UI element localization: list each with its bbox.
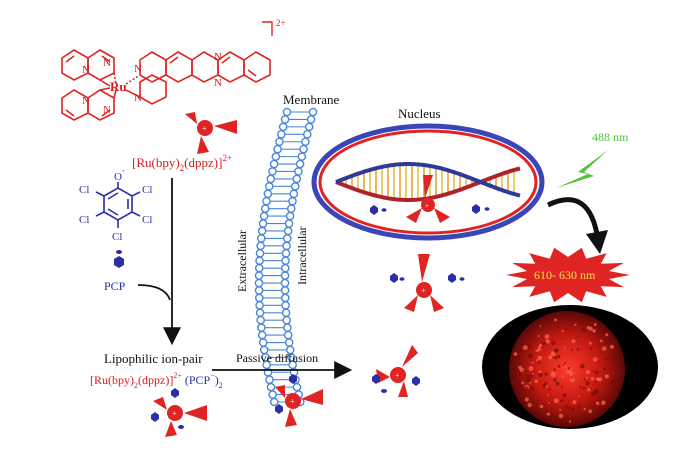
membrane-label: Membrane: [283, 92, 340, 107]
emission-label: 610- 630 nm: [534, 268, 596, 282]
n-atom-label: N: [214, 51, 222, 63]
svg-text:[Ru(bpy)2(dppz)]2+: [Ru(bpy)2(dppz)]2+: [132, 153, 232, 173]
n-atom-label: N: [82, 64, 90, 76]
cl-atom-label: Cl: [142, 184, 152, 196]
svg-text:+: +: [202, 124, 207, 133]
pcp-label: PCP: [104, 279, 126, 293]
cl-atom-label: Cl: [79, 214, 89, 226]
extracellular-label: Extracellular: [235, 230, 249, 292]
intracellular-cartoon-icon: +: [372, 345, 420, 397]
svg-text:+: +: [395, 371, 400, 380]
charge-label: 2+: [276, 18, 286, 28]
n-atom-label: N: [134, 63, 142, 75]
n-atom-label: N: [103, 104, 111, 116]
membrane-cartoon-icon: +: [275, 374, 323, 427]
n-atom-label: N: [103, 57, 111, 69]
complex-cartoon-icon: +: [185, 112, 237, 154]
svg-text:[Ru(bpy)2(dppz)]2+ (PCP−)2: [Ru(bpy)2(dppz)]2+ (PCP−)2: [90, 371, 223, 390]
intracellular-label: Intracellular: [295, 226, 309, 285]
combine-arrows: [137, 178, 181, 346]
pcp-released-icons: [370, 204, 490, 215]
n-atom-label: N: [134, 92, 142, 104]
ion-pair-title: Lipophilic ion-pair: [104, 351, 203, 366]
nucleus-label: Nucleus: [398, 106, 441, 121]
n-atom-label: N: [82, 95, 90, 107]
ion-pair-cartoon-icon: +: [151, 388, 207, 437]
cl-atom-label: Cl: [112, 231, 122, 243]
svg-text:+: +: [421, 286, 426, 295]
cytoplasm-cartoon-icon: +: [390, 254, 465, 312]
intercalated-complex-icon: +: [406, 175, 450, 223]
svg-text:+: +: [172, 409, 177, 418]
curved-arrow-icon: [546, 197, 608, 254]
ru-complex-atom-labels: Ru N N N N N N N N: [82, 51, 222, 116]
passive-diffusion-label: Passive diffusion: [236, 351, 318, 365]
membrane: [254, 107, 318, 407]
ion-pair-formula: [Ru(bpy)2(dppz)]2+ (PCP−)2: [90, 371, 223, 390]
fluorescent-cell-image: [482, 305, 658, 429]
excitation-label: 488 nm: [592, 130, 629, 144]
o-charge: -: [122, 166, 125, 175]
lightning-icon: [556, 150, 608, 188]
ru-atom-label: Ru: [110, 79, 127, 94]
pcp-atom-labels: O - Cl Cl Cl Cl Cl: [79, 166, 152, 243]
ru-complex-structure: [61, 49, 271, 121]
cl-atom-label: Cl: [142, 214, 152, 226]
n-atom-label: N: [214, 77, 222, 89]
charge-bracket: 2+: [262, 18, 286, 36]
pcp-cartoon-icon: [114, 250, 124, 268]
cl-atom-label: Cl: [79, 184, 89, 196]
emission-burst-icon: [506, 247, 630, 303]
complex-formula: [Ru(bpy)2(dppz)]2+: [132, 153, 232, 173]
svg-text:+: +: [290, 397, 295, 406]
svg-text:+: +: [425, 202, 429, 210]
o-atom-label: O: [114, 171, 122, 183]
pcp-structure: [95, 182, 141, 228]
